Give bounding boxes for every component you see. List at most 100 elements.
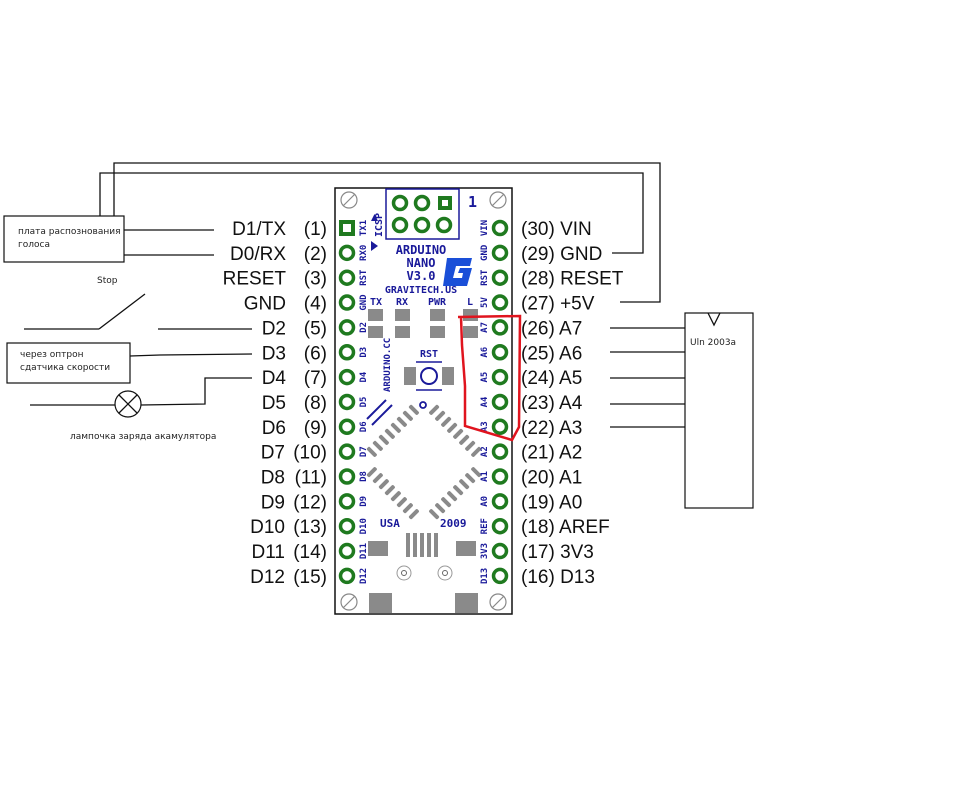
qfp-pin bbox=[372, 440, 383, 451]
usb-pin bbox=[420, 533, 424, 557]
left-pin-name: D11 bbox=[252, 542, 285, 563]
rx-arrow-icon bbox=[371, 241, 378, 251]
left-pin-number: (2) bbox=[304, 244, 327, 265]
left-pin-name: D0/RX bbox=[230, 244, 286, 265]
header-pin bbox=[338, 443, 356, 460]
optocoupler-box bbox=[6, 342, 131, 384]
smd-pad bbox=[369, 593, 392, 613]
pin1-dot bbox=[419, 401, 427, 409]
board-model: NANO bbox=[407, 256, 436, 270]
left-pin-name: D9 bbox=[261, 492, 285, 513]
left-pin-name: D6 bbox=[262, 418, 286, 439]
left-pin-number: (10) bbox=[293, 443, 327, 464]
qfp-pin bbox=[429, 404, 440, 415]
icsp-pin1-label: 1 bbox=[468, 193, 477, 211]
left-pin-number: (4) bbox=[304, 294, 327, 315]
smd-pad bbox=[395, 326, 410, 338]
charge-lamp: лампочка заряда акамулятора bbox=[30, 377, 252, 442]
right-pin-label: (20) A1 bbox=[521, 468, 582, 489]
header-pin bbox=[491, 567, 509, 585]
lamp-cross-2 bbox=[118, 394, 138, 414]
right-header-pins bbox=[491, 219, 509, 585]
left-pin-number: (8) bbox=[304, 393, 327, 414]
right-pin-label: (25) A6 bbox=[521, 343, 582, 364]
qfp-marker bbox=[366, 399, 387, 420]
header-pin bbox=[338, 269, 356, 286]
smd-pad bbox=[442, 367, 454, 385]
right-silk-label: D13 bbox=[480, 568, 490, 584]
right-silk-label: REF bbox=[480, 518, 490, 534]
reset-button[interactable] bbox=[420, 367, 438, 385]
left-pin-number: (15) bbox=[293, 567, 327, 588]
left-pin-number: (7) bbox=[304, 368, 327, 389]
icsp-pad-hole bbox=[442, 200, 448, 206]
header-pin bbox=[491, 418, 509, 436]
crystal-pad-inner bbox=[401, 570, 407, 576]
left-pin-name: D4 bbox=[262, 368, 287, 389]
qfp-pin bbox=[384, 485, 395, 496]
left-pin-name: D8 bbox=[261, 468, 285, 489]
left-silk-label: TX1 bbox=[359, 220, 369, 236]
header-pin bbox=[491, 319, 509, 336]
header-pin bbox=[491, 244, 509, 262]
left-pin-name: RESET bbox=[223, 269, 287, 290]
switch-lever bbox=[98, 293, 146, 330]
left-silk-label: D5 bbox=[359, 397, 369, 408]
mount-hole-icon bbox=[340, 593, 358, 611]
left-pin-number: (6) bbox=[304, 343, 327, 364]
header-pin bbox=[338, 368, 356, 386]
left-pin-number: (3) bbox=[304, 269, 327, 290]
mount-hole-slash bbox=[342, 595, 356, 609]
qfp-body bbox=[366, 404, 482, 520]
arduino-cc-label: ARDUINO.CC bbox=[383, 338, 393, 392]
uln-notch bbox=[707, 312, 721, 327]
header-pin bbox=[491, 393, 509, 411]
board-version: V3.0 bbox=[407, 269, 436, 283]
voice-board-label-1: плата распознования bbox=[18, 227, 120, 237]
right-pin-label: (16) D13 bbox=[521, 567, 595, 588]
left-pin-name: D7 bbox=[261, 443, 285, 464]
mount-hole-icon bbox=[340, 191, 358, 209]
qfp-pin bbox=[378, 479, 389, 490]
wire-d4 bbox=[140, 377, 252, 406]
uln-box bbox=[684, 312, 754, 509]
wire-d3 bbox=[129, 353, 253, 357]
header-pin bbox=[491, 219, 509, 237]
right-pin-label: (30) VIN bbox=[521, 219, 592, 240]
left-silk-label: D2 bbox=[359, 322, 369, 333]
wire-gnd-to-voice-board bbox=[99, 172, 644, 254]
right-pin-label: (29) GND bbox=[521, 244, 602, 265]
left-pin-name: D1/TX bbox=[232, 219, 286, 240]
right-silk-label: A2 bbox=[480, 446, 490, 457]
right-pin-label: (26) A7 bbox=[521, 318, 582, 339]
right-pin-label: (22) A3 bbox=[521, 418, 582, 439]
qfp-pin bbox=[471, 467, 482, 478]
qfp-pin bbox=[465, 440, 476, 451]
qfp-side bbox=[429, 404, 482, 457]
logo-shape bbox=[443, 258, 472, 286]
voice-board-label-2: голоса bbox=[18, 240, 50, 250]
icsp-header: 1 ICSP bbox=[374, 188, 477, 240]
icsp-pad bbox=[391, 216, 409, 234]
crystal-pad-inner bbox=[442, 570, 448, 576]
crystal-pad bbox=[437, 565, 453, 581]
stop-switch-label: Stop bbox=[97, 276, 118, 286]
qfp-pin bbox=[408, 509, 419, 520]
right-silk-label: A3 bbox=[480, 421, 490, 432]
header-pin bbox=[491, 294, 509, 311]
voice-board-box bbox=[3, 215, 125, 263]
left-silk-label: D6 bbox=[359, 421, 369, 432]
qfp-pin bbox=[366, 446, 377, 457]
icsp-pad bbox=[391, 194, 409, 212]
header-pin bbox=[338, 344, 356, 361]
left-pin-name: D2 bbox=[262, 318, 286, 339]
header-pin bbox=[338, 319, 356, 336]
analog-pins-highlight bbox=[457, 314, 522, 442]
right-pin-label: (18) AREF bbox=[521, 517, 610, 538]
qfp-pin bbox=[459, 434, 470, 445]
qfp-pin bbox=[390, 491, 401, 502]
right-pin-label: (24) A5 bbox=[521, 368, 582, 389]
right-pin-label: (27) +5V bbox=[521, 294, 595, 315]
left-silk-label: D12 bbox=[359, 568, 369, 584]
gravitech-logo-icon bbox=[443, 258, 472, 286]
